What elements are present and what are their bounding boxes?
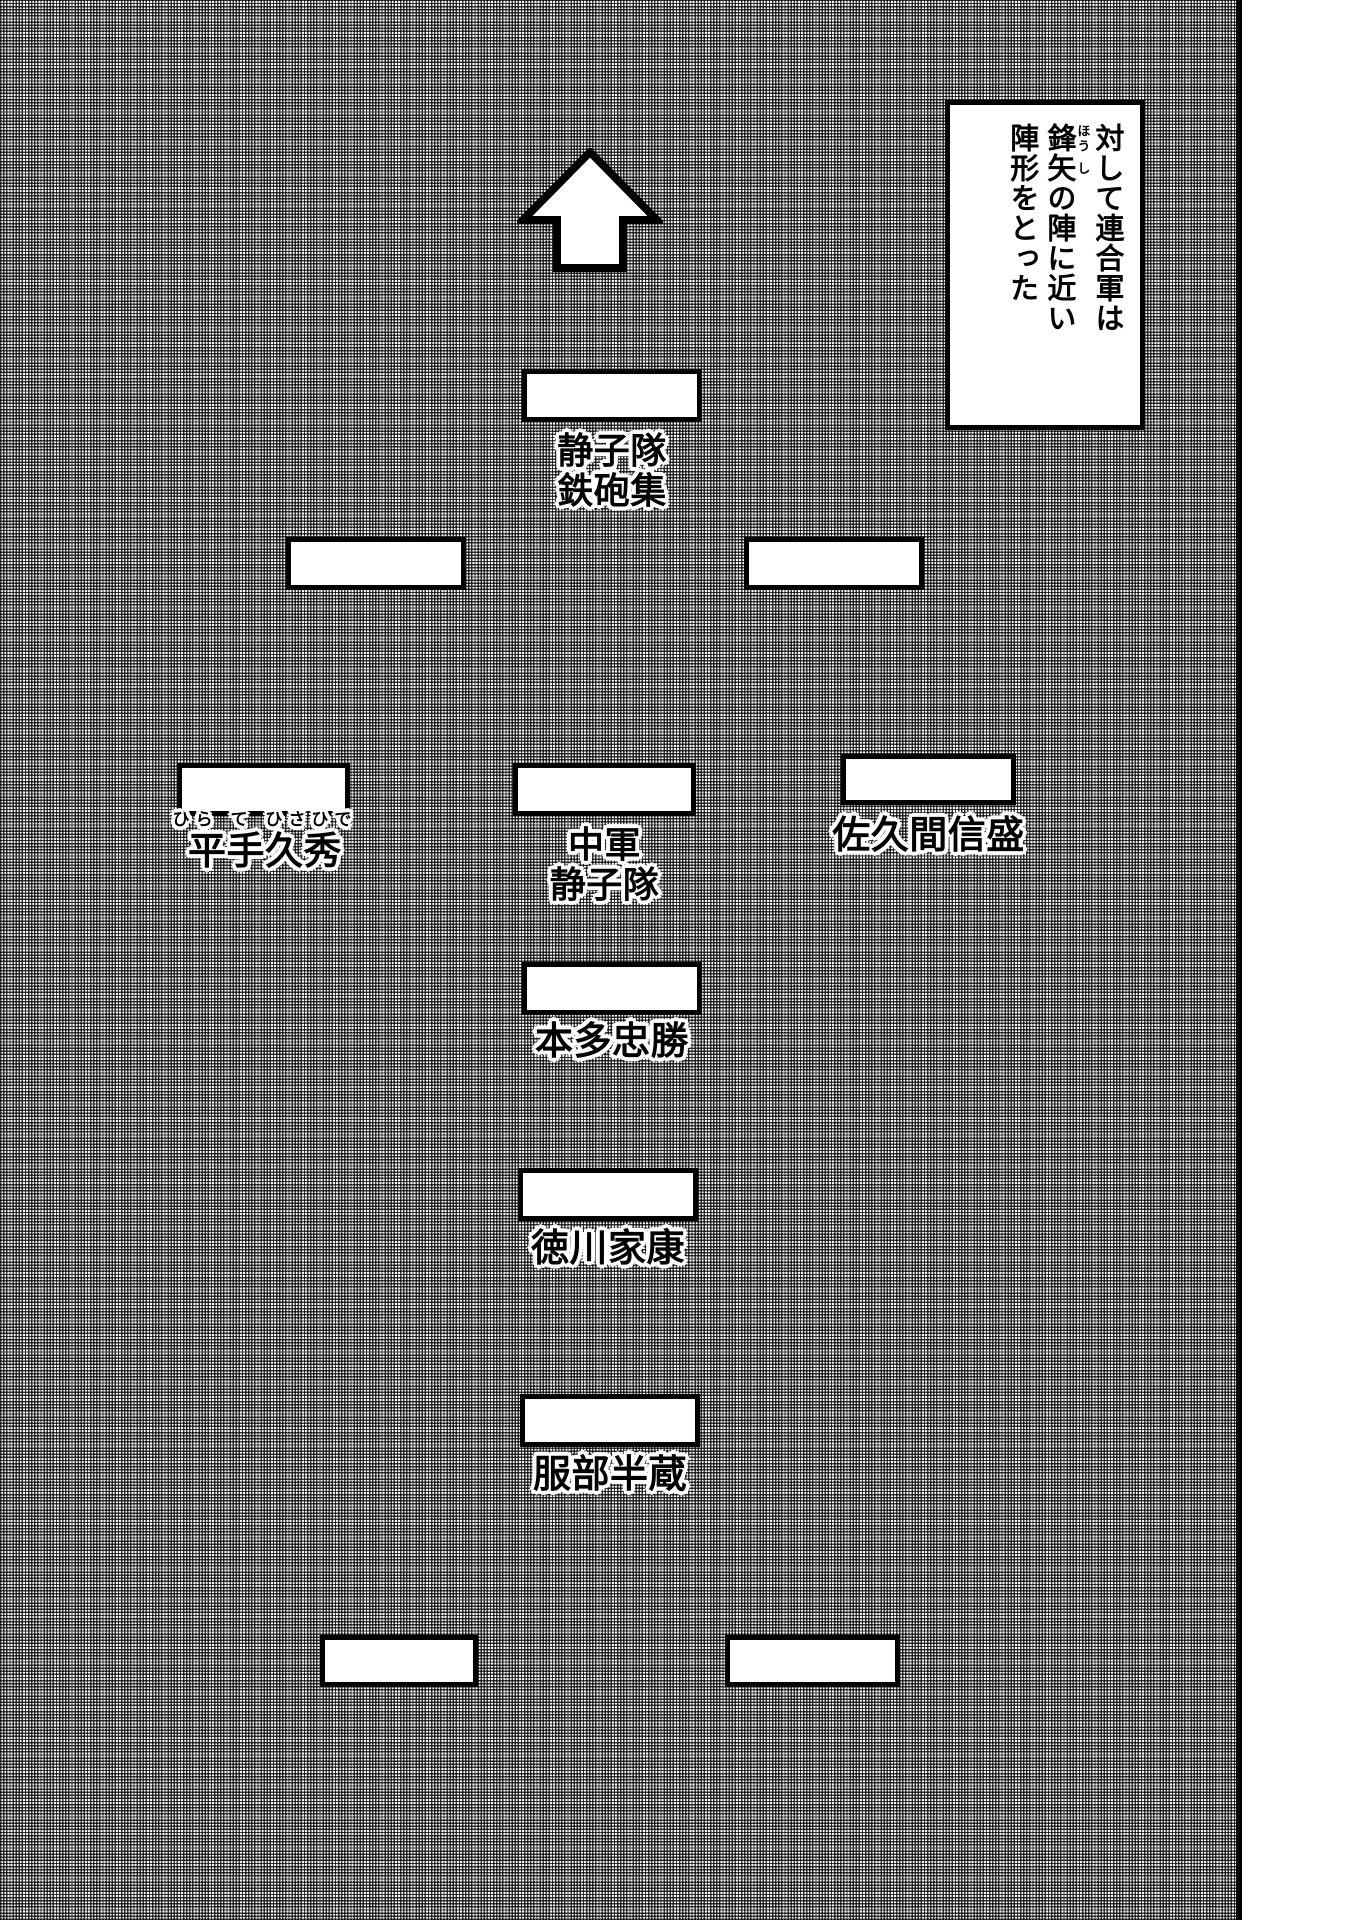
narration-box: 対して連合軍は鋒ほう矢しの陣に近い陣形をとった: [945, 100, 1145, 430]
narration-line-1: 対して連合軍は: [1091, 123, 1125, 333]
unit-label-honda-tadakatsu: 本多忠勝: [512, 1020, 712, 1063]
unit-label-sakuma-nobumori: 佐久間信盛: [821, 814, 1036, 857]
unit-box-sakuma-nobumori: [841, 754, 1016, 805]
unit-label-line: 静子隊: [557, 431, 667, 472]
unit-box-tokugawa-ieyasu: [518, 1168, 698, 1221]
unit-label-line: 平手久秀: [187, 829, 342, 873]
unit-label-line: 佐久間信盛: [832, 813, 1025, 857]
narration-line-2: 鋒ほう矢しの陣に近い: [1041, 123, 1090, 413]
panel-border-right: [1236, 0, 1242, 1920]
unit-box-shizuko-teppou: [522, 369, 702, 422]
unit-label-hirate-hisahide: ひら て ひさひで平手久秀: [150, 812, 380, 873]
arrow-up-icon: [513, 146, 667, 272]
unit-box-hirate-hisahide: [177, 763, 350, 816]
unit-box-hattori-hanzo: [520, 1394, 700, 1447]
narration-line-3: 陣形をとった: [1005, 123, 1040, 303]
unit-box-unlabeled-right-rear: [725, 1635, 900, 1687]
ruby-housi-hou: 鋒ほう: [1042, 123, 1090, 153]
unit-label-line: 中軍: [567, 825, 641, 866]
unit-box-unlabeled-right-front: [744, 537, 924, 590]
unit-label-line: 本多忠勝: [534, 1019, 689, 1063]
direction-arrow: [513, 146, 667, 274]
ruby-housi-si: 矢し: [1042, 153, 1090, 183]
unit-ruby-hirate-hisahide: ひら て ひさひで: [172, 810, 358, 830]
manga-panel: 対して連合軍は鋒ほう矢しの陣に近い陣形をとった 静子隊鉄砲集ひら て ひさひで平…: [0, 0, 1236, 1920]
unit-label-line: 服部半蔵: [532, 1452, 687, 1496]
unit-label-line: 徳川家康: [530, 1226, 685, 1270]
unit-label-tokugawa-ieyasu: 徳川家康: [508, 1227, 708, 1270]
narration-line-2-rest: の陣に近い: [1042, 183, 1077, 333]
narration-text: 対して連合軍は鋒ほう矢しの陣に近い陣形をとった: [1004, 123, 1126, 413]
unit-label-chugun-shizuko: 中軍静子隊: [513, 825, 696, 907]
unit-box-unlabeled-left-rear: [320, 1635, 478, 1687]
unit-label-shizuko-teppou: 静子隊鉄砲集: [522, 431, 702, 513]
unit-label-line: 鉄砲集: [557, 471, 667, 513]
unit-box-unlabeled-left-front: [286, 537, 466, 590]
unit-label-line: 静子隊: [549, 865, 660, 907]
unit-box-chugun-shizuko: [513, 763, 696, 816]
unit-label-hattori-hanzo: 服部半蔵: [510, 1453, 710, 1496]
unit-box-honda-tadakatsu: [522, 962, 702, 1015]
